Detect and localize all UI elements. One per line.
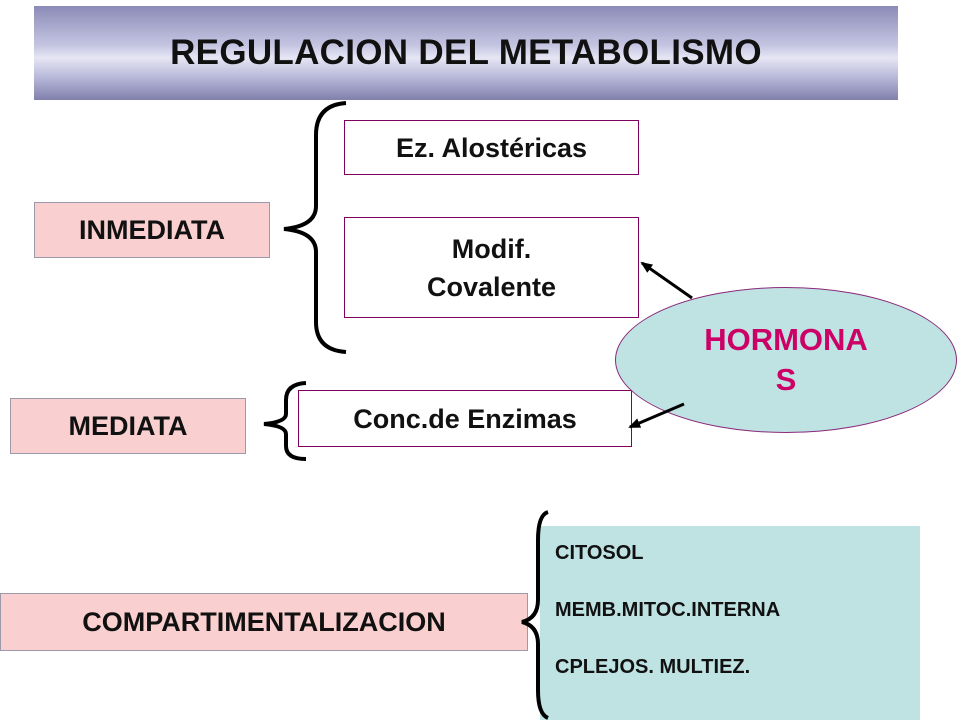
- page-title: REGULACION DEL METABOLISMO: [170, 33, 762, 72]
- compartimentalizacion-box: COMPARTIMENTALIZACION: [0, 593, 528, 651]
- covalente-box: Modif. Covalente: [344, 217, 639, 318]
- covalente-line-2: Covalente: [426, 271, 557, 302]
- conc-enzimas-box: Conc.de Enzimas: [298, 390, 632, 447]
- compartment-item: MEMB.MITOC.INTERNA: [555, 599, 781, 621]
- compartimentalizacion-brace: [521, 510, 549, 720]
- inmediata-box: INMEDIATA: [34, 202, 270, 258]
- mediata-brace: [263, 381, 307, 461]
- compartment-item: CPLEJOS. MULTIEZ.: [555, 656, 751, 678]
- inmediata-brace: [283, 101, 347, 354]
- title-banner: REGULACION DEL METABOLISMO: [34, 6, 898, 100]
- covalente-line-1: Modif.: [451, 233, 532, 264]
- alostericas-box: Ez. Alostéricas: [344, 120, 639, 175]
- compartment-item: CITOSOL: [555, 542, 644, 564]
- mediata-box: MEDIATA: [10, 398, 246, 454]
- hormonas-line-2: S: [775, 362, 797, 397]
- arrow-to-covalente: [640, 261, 693, 300]
- compartments-box: CITOSOL MEMB.MITOC.INTERNA CPLEJOS. MULT…: [540, 526, 920, 720]
- arrow-to-conc-enzimas: [628, 402, 685, 429]
- hormonas-line-1: HORMONA: [704, 322, 868, 357]
